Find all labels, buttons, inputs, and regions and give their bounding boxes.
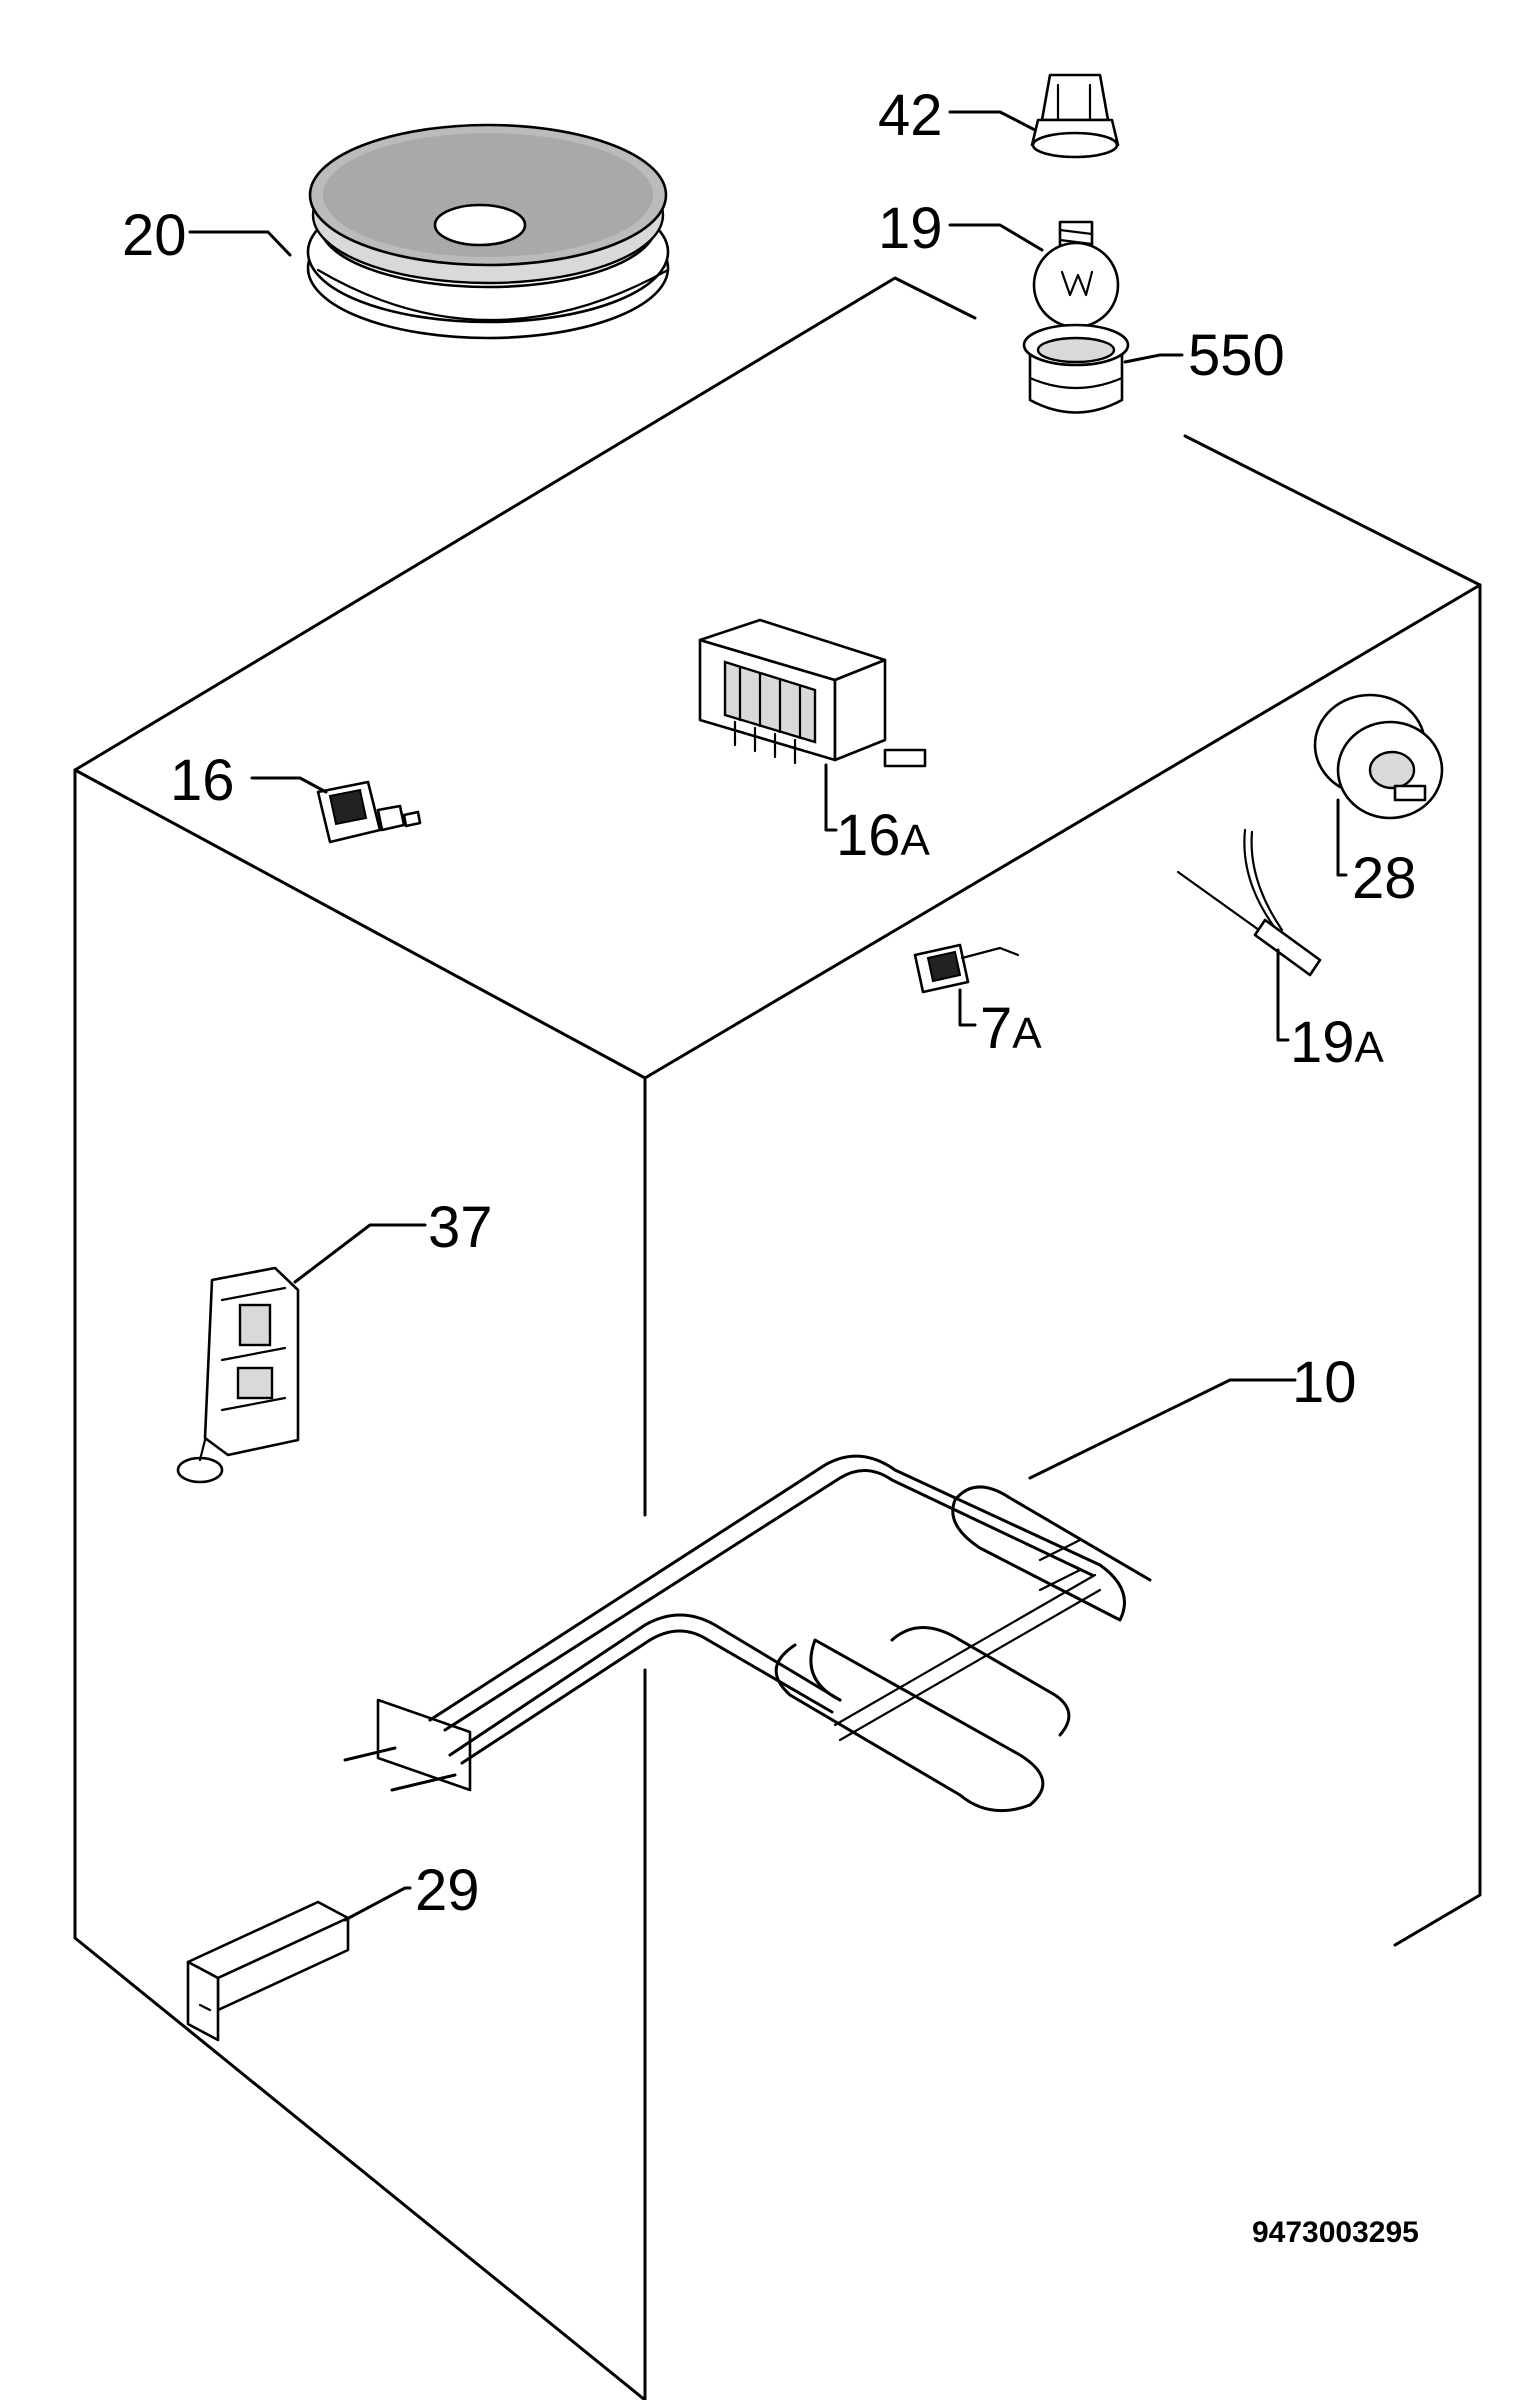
leader-37 — [293, 1223, 427, 1284]
leader-19A — [1276, 948, 1290, 1042]
callout-20: 20 — [122, 203, 187, 268]
leader-19 — [948, 223, 1044, 252]
lamp-cover-part-550[interactable] — [1022, 323, 1130, 414]
callout-16: 16 — [170, 748, 235, 813]
sensor-probe-part-19A[interactable] — [1176, 828, 1322, 977]
micro-switch-part-7A[interactable] — [913, 943, 1020, 994]
grill-element-part-10[interactable] — [343, 1454, 1152, 1813]
leader-16A — [824, 763, 838, 832]
leader-29 — [343, 1886, 412, 1922]
callout-550: 550 — [1188, 323, 1285, 388]
cabinet-top-back-edge-left — [73, 276, 977, 772]
leader-42 — [948, 110, 1037, 132]
callout-10: 10 — [1292, 1350, 1357, 1415]
callout-19A: 19A — [1290, 1010, 1385, 1075]
cabinet-right-face — [1393, 583, 1482, 1947]
bracket-part-37[interactable] — [176, 1266, 300, 1484]
lamp-holder-part-42[interactable] — [1030, 73, 1120, 159]
leader-7A — [958, 988, 977, 1027]
document-code: 9473003295 — [1252, 2216, 1419, 2249]
cabinet-outline — [73, 276, 1482, 2400]
callout-7A: 7A — [980, 996, 1042, 1061]
callout-42: 42 — [878, 83, 943, 148]
selector-switch-part-16A[interactable] — [698, 618, 927, 768]
callout-37: 37 — [428, 1195, 493, 1260]
callout-28: 28 — [1352, 846, 1417, 911]
leader-28 — [1336, 798, 1348, 877]
callout-29: 29 — [415, 1858, 480, 1923]
callout-16A: 16A — [836, 803, 931, 868]
leader-10 — [1028, 1378, 1297, 1480]
leader-16 — [250, 776, 328, 794]
catch-part-29[interactable] — [186, 1900, 350, 2042]
lamp-bulb-part-19[interactable] — [1032, 220, 1120, 329]
callout-19: 19 — [878, 196, 943, 261]
hotplate-part-20[interactable] — [306, 123, 670, 340]
thermostat-part-28[interactable] — [1313, 693, 1444, 820]
cabinet-left-face — [73, 768, 647, 2400]
leader-550 — [1123, 353, 1184, 364]
leader-20 — [188, 230, 292, 257]
cabinet-top-back-edge-right — [1183, 434, 1482, 587]
push-switch-part-16[interactable] — [316, 780, 422, 844]
